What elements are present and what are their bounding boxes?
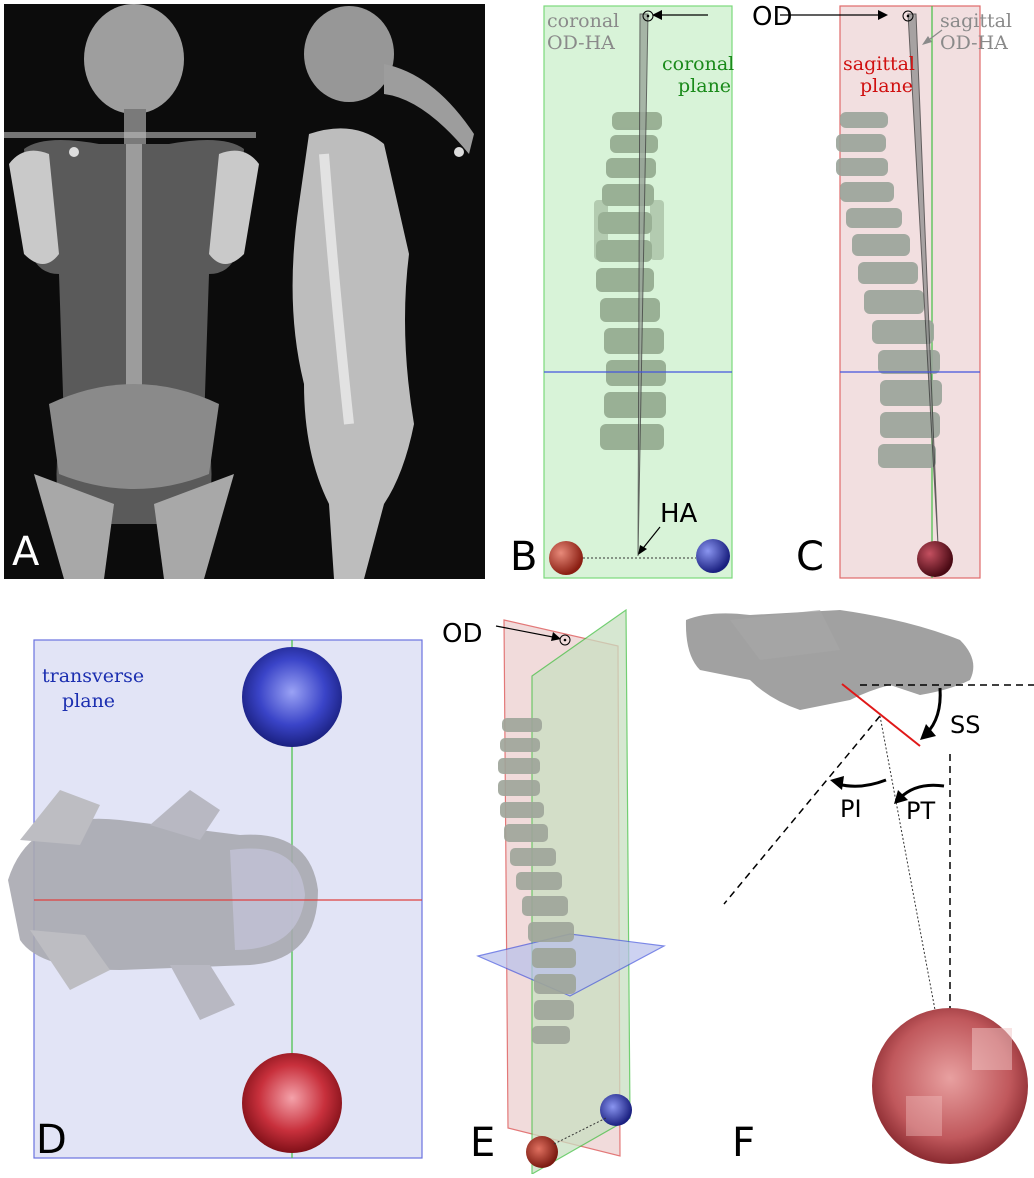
radiograph-images — [4, 4, 485, 579]
transverse-plane-label-line2: plane — [62, 690, 115, 712]
panel-c: sagittal OD-HA sagittal plane C — [780, 0, 1034, 590]
panel-letter-e: E — [470, 1123, 495, 1163]
panel-letter-f: F — [732, 1123, 755, 1163]
sagittal-plane-label-line2: plane — [860, 75, 913, 97]
transverse-plane-label-line1: transverse — [42, 665, 144, 687]
od-label-e: OD — [442, 619, 483, 649]
right-hip-sphere — [696, 539, 730, 573]
panel-b: coronal OD-HA coronal plane HA B — [500, 0, 760, 590]
left-hip-sphere-transverse — [242, 1053, 342, 1153]
pelvic-parameters-diagram: SS PI PT — [680, 600, 1034, 1174]
panel-f: SS PI PT F — [680, 600, 1034, 1174]
panel-letter-b: B — [510, 537, 537, 577]
transverse-view-diagram: transverse plane — [0, 630, 430, 1174]
coronal-plane-label-line1: coronal — [662, 53, 734, 75]
panel-letter-a: A — [12, 532, 39, 572]
sagittal-plane-label-line1: sagittal — [843, 53, 915, 75]
sacrum-model — [686, 610, 973, 710]
panel-e: OD E — [440, 608, 680, 1174]
hip-sphere-sagittal — [917, 541, 953, 577]
panel-letter-d: D — [36, 1120, 67, 1160]
pt-label: PT — [906, 797, 935, 825]
right-hip-sphere-3d — [600, 1094, 632, 1126]
panel-letter-c: C — [796, 537, 824, 577]
panel-d: transverse plane D — [0, 630, 430, 1174]
sagittal-od-ha-label-line1: sagittal — [940, 10, 1012, 32]
coronal-od-ha-label-line2: OD-HA — [547, 32, 615, 54]
sagittal-view-diagram: sagittal OD-HA sagittal plane — [780, 0, 1034, 590]
pi-label: PI — [840, 795, 862, 823]
ss-label: SS — [950, 711, 980, 739]
coronal-od-ha-label-line1: coronal — [547, 10, 619, 32]
coronal-plane-3d — [532, 610, 630, 1174]
left-hip-sphere-3d — [526, 1136, 558, 1168]
left-hip-sphere — [549, 541, 583, 575]
panel-a: A — [4, 4, 485, 579]
right-hip-sphere-transverse — [242, 647, 342, 747]
coronal-plane-label-line2: plane — [678, 75, 731, 97]
coronal-view-diagram: coronal OD-HA coronal plane HA — [500, 0, 760, 590]
sagittal-od-ha-label-line2: OD-HA — [940, 32, 1008, 54]
ha-label: HA — [660, 499, 698, 529]
three-d-view-diagram: OD — [440, 608, 680, 1174]
